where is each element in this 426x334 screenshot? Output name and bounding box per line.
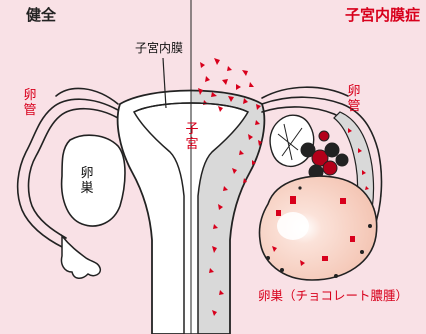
ovary-label-left: 卵 巣 xyxy=(80,166,94,196)
chocolate-cyst xyxy=(259,176,376,280)
ovary-left-char-2: 巣 xyxy=(80,181,94,196)
uterus-char-1: 子 xyxy=(185,122,199,137)
chocolate-cyst-label: 卵巣（チョコレート膿腫） xyxy=(258,290,408,303)
ovary-left-char-1: 卵 xyxy=(80,166,94,181)
oviduct-right-char-1: 卵 xyxy=(347,84,361,99)
right-fimbriae xyxy=(270,115,314,166)
endometriosis-side xyxy=(259,87,381,280)
uterus-label: 子 宮 xyxy=(185,122,199,152)
oviduct-label-left: 卵 管 xyxy=(23,88,37,118)
endometriosis-title: 子宮内膜症 xyxy=(345,8,420,23)
uterus-char-2: 宮 xyxy=(185,137,199,152)
left-fimbriae xyxy=(61,236,100,278)
endometrium-label: 子宮内膜 xyxy=(135,42,183,54)
oviduct-right-char-2: 管 xyxy=(347,99,361,114)
oviduct-label-right: 卵 管 xyxy=(347,84,361,114)
healthy-title: 健全 xyxy=(26,8,56,23)
oviduct-left-char-1: 卵 xyxy=(23,88,37,103)
oviduct-left-char-2: 管 xyxy=(23,103,37,118)
